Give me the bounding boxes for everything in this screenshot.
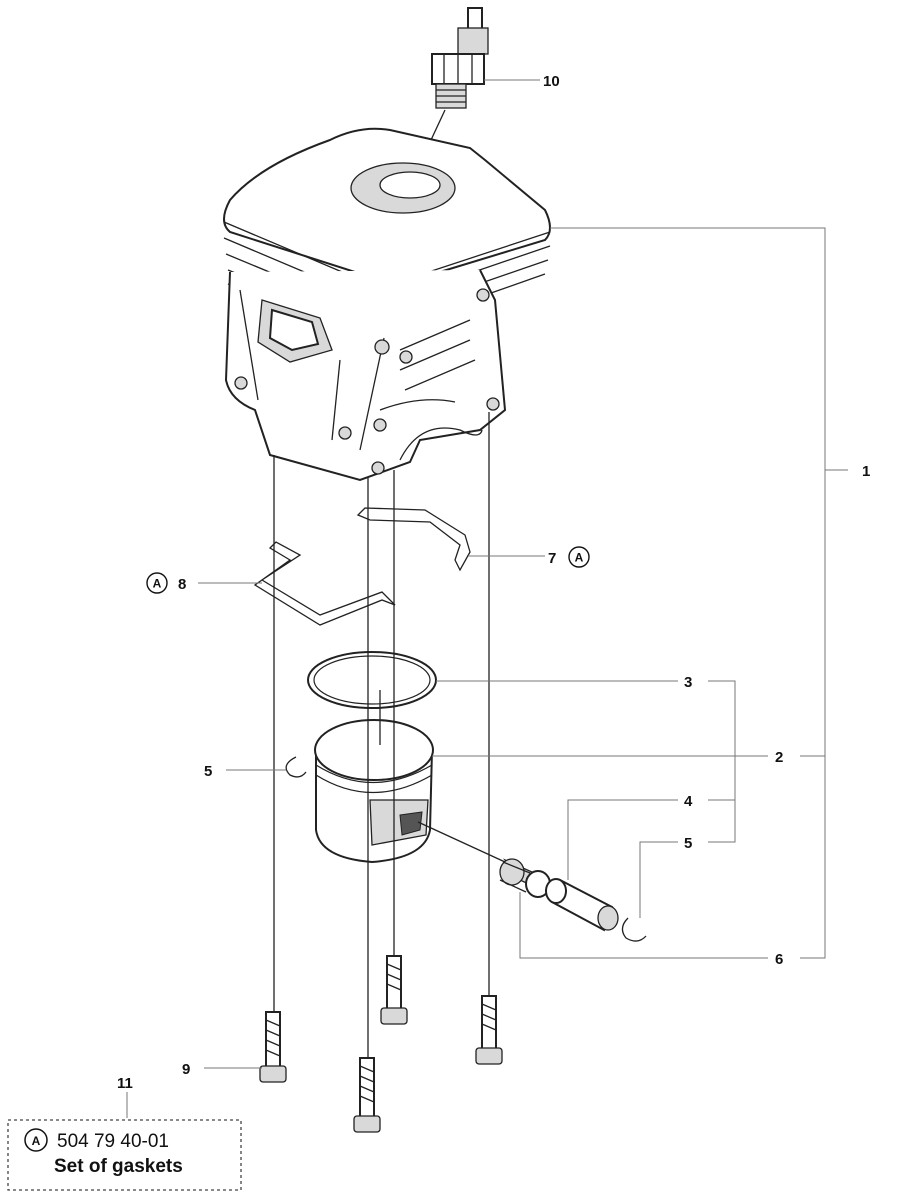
- callout-9: 9: [182, 1061, 190, 1078]
- kit-name: Set of gaskets: [54, 1156, 183, 1177]
- piston-pin: [545, 878, 619, 932]
- callout-6: 6: [775, 951, 783, 968]
- kit-part-number: 504 79 40-01: [57, 1131, 169, 1152]
- callout-1: 1: [862, 463, 870, 480]
- circlip-right: [621, 917, 647, 942]
- marker-a-circle: [146, 572, 168, 594]
- callout-5-right: 5: [684, 835, 692, 852]
- marker-a-circle: [24, 1128, 48, 1152]
- circlip-left: [285, 756, 307, 778]
- needle-bearing: [499, 858, 551, 898]
- callout-4: 4: [684, 793, 693, 810]
- cylinder: [223, 127, 551, 482]
- gasket-8: [253, 541, 396, 626]
- callout-7: 7: [548, 550, 556, 567]
- callout-10: 10: [543, 73, 560, 90]
- callout-5-left: 5: [204, 763, 212, 780]
- callout-11: 11: [117, 1075, 133, 1092]
- bolt-center-long: [353, 478, 381, 1133]
- callout-8: 8: [178, 576, 186, 593]
- callout-2: 2: [775, 749, 783, 766]
- bolt-right: [475, 412, 503, 1065]
- bolt-left: [259, 455, 287, 1083]
- bolt-center-short: [380, 470, 408, 1025]
- piston: [314, 719, 434, 864]
- marker-a-letter: A: [153, 577, 162, 591]
- marker-a-letter: A: [575, 551, 584, 565]
- marker-a-circle: [568, 546, 590, 568]
- gasket-7: [356, 507, 471, 572]
- callout-3: 3: [684, 674, 692, 691]
- piston-ring: [307, 651, 437, 709]
- gasket-kit-box: A 504 79 40-01 Set of gaskets: [7, 1119, 242, 1191]
- marker-a-letter: A: [32, 1134, 41, 1148]
- leader-lines: [126, 79, 848, 1118]
